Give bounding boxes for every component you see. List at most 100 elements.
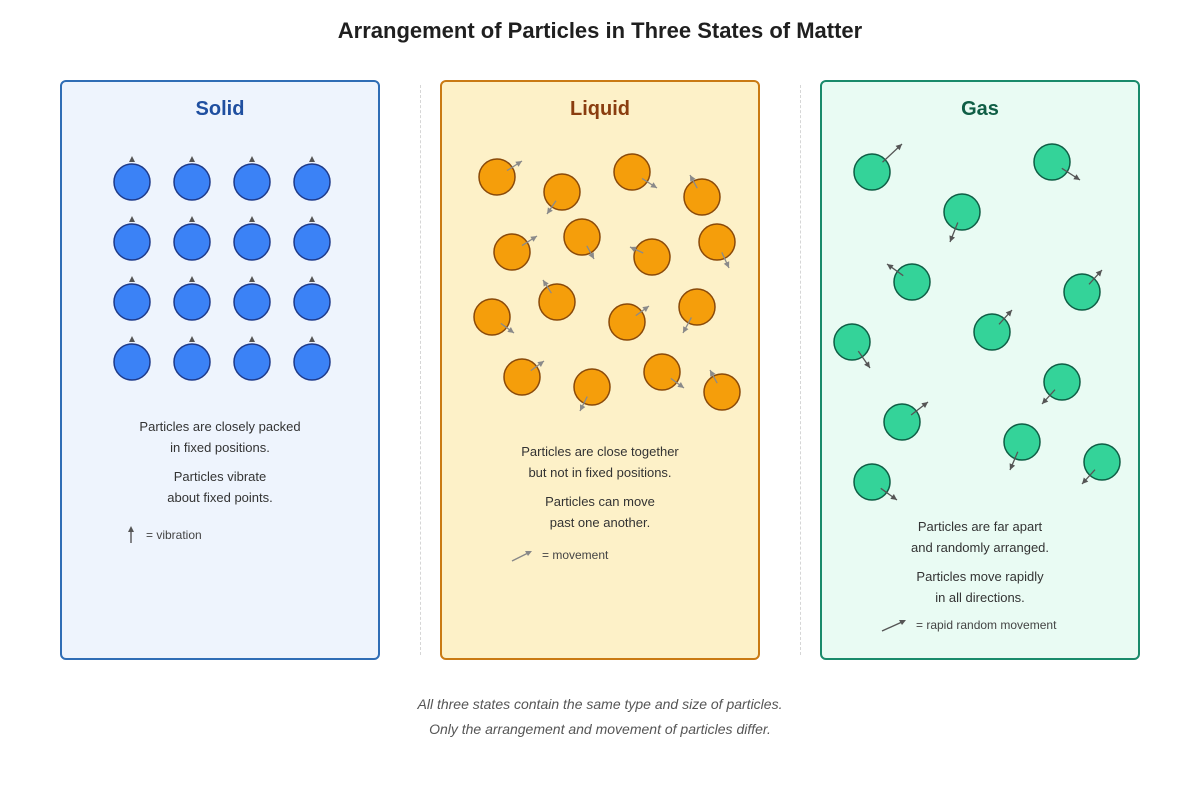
footnote-line: Only the arrangement and movement of par… [429, 721, 771, 737]
solid-particle [293, 343, 331, 381]
movement-arrow [586, 245, 595, 260]
solid-particle [293, 163, 331, 201]
gas-title: Gas [961, 98, 999, 120]
solid-particle [173, 343, 211, 381]
liquid-particle [563, 218, 601, 256]
movement-arrow [546, 200, 557, 215]
footnote-line: All three states contain the same type a… [417, 696, 783, 712]
liquid-particle [643, 353, 681, 391]
gas-legend: = rapid random movement [880, 617, 1056, 633]
rapid-movement-arrow [880, 487, 898, 501]
rapid-movement-arrow [998, 309, 1013, 325]
vibration-mark [249, 276, 255, 282]
liquid-particle [613, 153, 651, 191]
solid-particle [113, 343, 151, 381]
solid-desc-line: Particles vibrate [173, 469, 267, 484]
movement-arrow [670, 377, 685, 389]
rapid-movement-arrow [1081, 469, 1096, 485]
gas-description-arrangement: Particles are far apart and randomly arr… [822, 516, 1138, 558]
liquid-particle [538, 283, 576, 321]
liquid-particle [503, 358, 541, 396]
panel-divider [800, 85, 801, 655]
liquid-particle [543, 173, 581, 211]
liquid-particle [633, 238, 671, 276]
solid-particles [113, 156, 331, 381]
solid-particle [233, 343, 271, 381]
rapid-movement-arrow [1088, 269, 1103, 285]
solid-description-motion: Particles vibrate about fixed points. [62, 466, 378, 508]
solid-panel: Solid Particles are closely packed in fi… [60, 80, 380, 660]
vibration-arrow-icon [128, 526, 134, 543]
movement-arrow-icon [511, 551, 532, 562]
rapid-movement-arrow [1061, 167, 1081, 181]
gas-description-motion: Particles move rapidly in all directions… [822, 566, 1138, 608]
movement-arrow [721, 252, 730, 269]
solid-particle [293, 283, 331, 321]
liquid-legend: = movement [510, 547, 608, 563]
liquid-particle [478, 158, 516, 196]
vibration-mark [129, 216, 135, 222]
solid-description-arrangement: Particles are closely packed in fixed po… [62, 416, 378, 458]
liquid-description-arrangement: Particles are close together but not in … [442, 441, 758, 483]
gas-particle [883, 403, 921, 441]
gas-desc-line: and randomly arranged. [910, 540, 1050, 555]
vibration-mark [129, 156, 135, 162]
liquid-particle [493, 233, 531, 271]
solid-legend: = vibration [124, 525, 202, 545]
rapid-movement-arrow [857, 350, 871, 369]
vibration-mark [249, 156, 255, 162]
liquid-desc-line: Particles can move [545, 494, 655, 509]
solid-particle [113, 283, 151, 321]
liquid-desc-line: Particles are close together [521, 444, 679, 459]
rapid-movement-arrow-icon [881, 620, 906, 632]
gas-desc-line: Particles move rapidly [916, 569, 1044, 584]
movement-arrow [521, 235, 538, 247]
movement-arrow [542, 279, 552, 294]
rapid-movement-arrow [886, 263, 904, 277]
solid-legend-label: = vibration [146, 528, 202, 542]
gas-particle [1043, 363, 1081, 401]
solid-particle [113, 223, 151, 261]
liquid-desc-line: but not in fixed positions. [528, 465, 672, 480]
movement-arrow [689, 174, 698, 189]
movement-arrow [579, 396, 588, 412]
gas-panel: Gas Particles are far apart and randomly… [820, 80, 1140, 660]
rapid-movement-arrow [910, 401, 929, 416]
movement-arrow [530, 360, 545, 372]
liquid-panel: Liquid Particles are close together but … [440, 80, 760, 660]
gas-particle [1063, 273, 1101, 311]
rapid-movement-arrow [1041, 389, 1056, 405]
vibration-mark [249, 216, 255, 222]
solid-title: Solid [195, 98, 245, 120]
liquid-particle [703, 373, 741, 411]
solid-particle [113, 163, 151, 201]
vibration-mark [129, 336, 135, 342]
gas-desc-line: Particles are far apart [917, 519, 1043, 534]
solid-desc-line: about fixed points. [167, 490, 273, 505]
gas-particle [1003, 423, 1041, 461]
liquid-particle [573, 368, 611, 406]
solid-particle [173, 163, 211, 201]
gas-particle [1033, 143, 1071, 181]
solid-desc-line: in fixed positions. [170, 440, 270, 455]
gas-particle [943, 193, 981, 231]
solid-particle [173, 283, 211, 321]
liquid-legend-label: = movement [542, 548, 609, 562]
solid-particle [233, 163, 271, 201]
movement-arrow [682, 317, 692, 334]
vibration-mark [189, 336, 195, 342]
gas-particle [1083, 443, 1121, 481]
solid-particle [233, 283, 271, 321]
liquid-particle [678, 288, 716, 326]
vibration-mark [189, 276, 195, 282]
gas-particle [833, 323, 871, 361]
solid-particle [293, 223, 331, 261]
movement-arrow [506, 160, 523, 172]
movement-arrow [629, 246, 644, 254]
vibration-mark [309, 156, 315, 162]
vibration-mark [249, 336, 255, 342]
movement-arrow [641, 177, 658, 189]
liquid-particle [683, 178, 721, 216]
gas-particle [893, 263, 931, 301]
gas-legend-label: = rapid random movement [916, 618, 1057, 632]
